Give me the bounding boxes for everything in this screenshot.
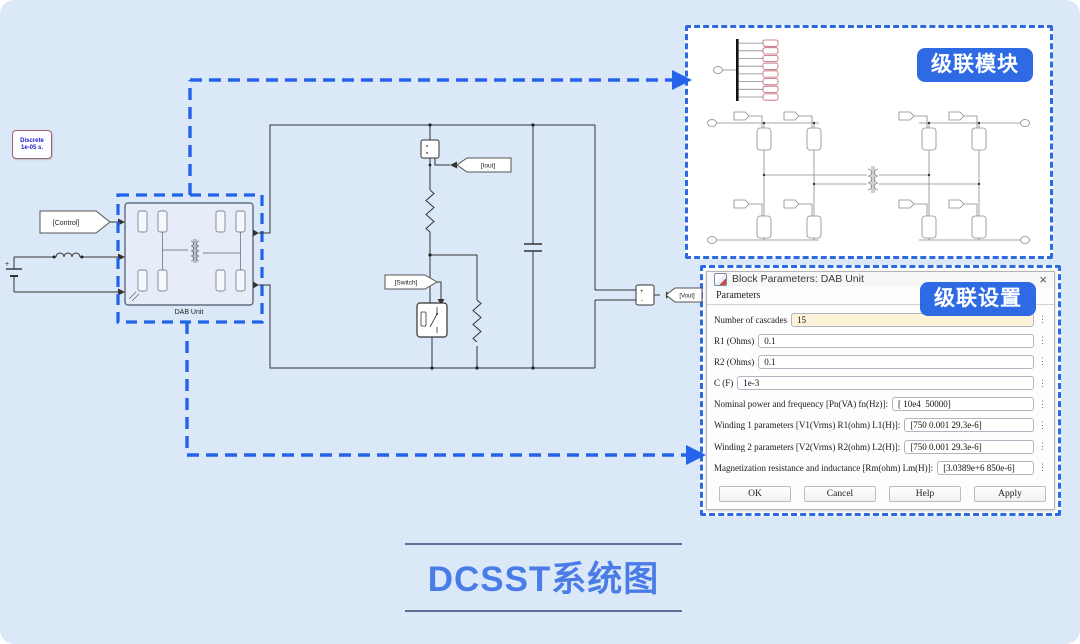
- cascade-module-panel: 级联模块: [685, 25, 1053, 259]
- param-input-cascades[interactable]: [790, 312, 1034, 327]
- param-input-c[interactable]: [737, 376, 1034, 391]
- param-label: R2 (Ohms): [714, 356, 755, 367]
- goto-tag-vout[interactable]: [Vout]: [654, 287, 703, 303]
- cascade-module-badge: 级联模块: [917, 48, 1033, 82]
- svg-text:[Control]: [Control]: [53, 220, 80, 227]
- gate-demux[interactable]: [713, 39, 779, 101]
- svg-text:[Iout]: [Iout]: [481, 163, 496, 170]
- svg-text:+: +: [640, 289, 644, 295]
- resistor-1[interactable]: [425, 189, 435, 233]
- kebab-icon[interactable]: ⋮: [1038, 398, 1047, 409]
- dialog-body: Number of cascades ⋮ R1 (Ohms) ⋮ R2 (Ohm…: [707, 305, 1054, 483]
- title-rule-top: [405, 543, 682, 545]
- tab-parameters[interactable]: Parameters: [707, 287, 1054, 305]
- resistor-2[interactable]: [472, 299, 482, 343]
- powergui-line1: Discrete: [20, 137, 44, 144]
- param-row-r1: R1 (Ohms) ⋮: [714, 333, 1047, 348]
- annotation-arrow-to-module: [188, 70, 692, 195]
- dialog-buttons: OK Cancel Help Apply: [707, 482, 1054, 509]
- param-input-r1[interactable]: [758, 333, 1034, 348]
- kebab-icon[interactable]: ⋮: [1038, 335, 1047, 346]
- block-parameters-icon: [714, 272, 727, 286]
- param-row-c: C (F) ⋮: [714, 376, 1047, 391]
- voltage-measurement-block[interactable]: + -: [635, 284, 655, 306]
- param-row-r2: R2 (Ohms) ⋮: [714, 354, 1047, 369]
- cancel-button[interactable]: Cancel: [804, 486, 876, 502]
- help-button[interactable]: Help: [889, 486, 961, 502]
- param-row-winding1: Winding 1 parameters [V1(Vrms) R1(ohm) L…: [714, 418, 1047, 433]
- switch-blocks[interactable]: [733, 111, 987, 239]
- from-tag-switch[interactable]: [Switch]: [384, 274, 445, 305]
- kebab-icon[interactable]: ⋮: [1038, 314, 1047, 324]
- page-title-text: DCSST系统图: [427, 560, 660, 599]
- goto-tag-iout[interactable]: [Iout]: [434, 157, 512, 173]
- param-label: Magnetization resistance and inductance …: [714, 462, 934, 473]
- kebab-icon[interactable]: ⋮: [1038, 419, 1047, 430]
- svg-text:[Vout]: [Vout]: [679, 294, 695, 300]
- svg-text:DAB Unit: DAB Unit: [175, 309, 204, 316]
- param-input-nominal[interactable]: [892, 397, 1034, 412]
- svg-text:[Switch]: [Switch]: [395, 280, 418, 287]
- dialog-title: Block Parameters: DAB Unit: [732, 273, 864, 286]
- svg-text:-: -: [641, 298, 643, 304]
- param-input-magnetization[interactable]: [937, 460, 1034, 475]
- source-return-wire: [14, 288, 125, 296]
- kebab-icon[interactable]: ⋮: [1038, 356, 1047, 367]
- close-icon[interactable]: ×: [1039, 271, 1047, 287]
- param-label: R1 (Ohms): [714, 335, 755, 346]
- cascade-settings-badge: 级联设置: [920, 282, 1036, 316]
- param-input-r2[interactable]: [758, 354, 1034, 369]
- kebab-icon[interactable]: ⋮: [1038, 441, 1047, 452]
- kebab-icon[interactable]: ⋮: [1038, 377, 1047, 388]
- param-row-magnetization: Magnetization resistance and inductance …: [714, 460, 1047, 475]
- param-input-winding2[interactable]: [904, 439, 1034, 454]
- cascade-settings-panel: Block Parameters: DAB Unit × Parameters …: [700, 265, 1061, 516]
- param-row-nominal: Nominal power and frequency [Pn(VA) fn(H…: [714, 397, 1047, 412]
- param-label: Winding 1 parameters [V1(Vrms) R1(ohm) L…: [714, 420, 901, 431]
- param-row-cascades: Number of cascades ⋮: [714, 312, 1047, 327]
- kebab-icon[interactable]: ⋮: [1038, 462, 1047, 473]
- breaker-block[interactable]: [416, 302, 448, 338]
- ok-button[interactable]: OK: [719, 486, 791, 502]
- series-inductor[interactable]: [14, 252, 125, 261]
- current-measurement-block[interactable]: [420, 139, 440, 159]
- block-parameters-dialog: Block Parameters: DAB Unit × Parameters …: [706, 271, 1055, 510]
- param-label: Nominal power and frequency [Pn(VA) fn(H…: [714, 399, 889, 410]
- transformer-block[interactable]: [867, 166, 879, 193]
- param-label: Number of cascades: [714, 314, 787, 325]
- apply-button[interactable]: Apply: [974, 486, 1046, 502]
- powergui-block[interactable]: Discrete 1e-05 s.: [12, 130, 52, 159]
- param-label: Winding 2 parameters [V2(Vrms) R2(ohm) L…: [714, 441, 901, 452]
- annotation-arrow-to-settings: [185, 322, 706, 465]
- title-rule-bottom: [405, 610, 682, 612]
- param-row-winding2: Winding 2 parameters [V2(Vrms) R2(ohm) L…: [714, 439, 1047, 454]
- output-network-wires: [259, 123, 636, 370]
- powergui-line2: 1e-05 s.: [20, 144, 44, 151]
- dab-unit-block[interactable]: DAB Unit: [124, 202, 259, 316]
- param-input-winding1[interactable]: [904, 418, 1034, 433]
- bridge-wires: [707, 119, 1030, 244]
- cascade-module-schematic: [707, 39, 1030, 244]
- param-label: C (F): [714, 378, 734, 389]
- svg-text:+: +: [5, 261, 9, 268]
- page-title: DCSST系统图: [405, 543, 682, 612]
- from-tag-control[interactable]: [Control]: [39, 210, 125, 234]
- dc-voltage-source[interactable]: +: [5, 257, 22, 292]
